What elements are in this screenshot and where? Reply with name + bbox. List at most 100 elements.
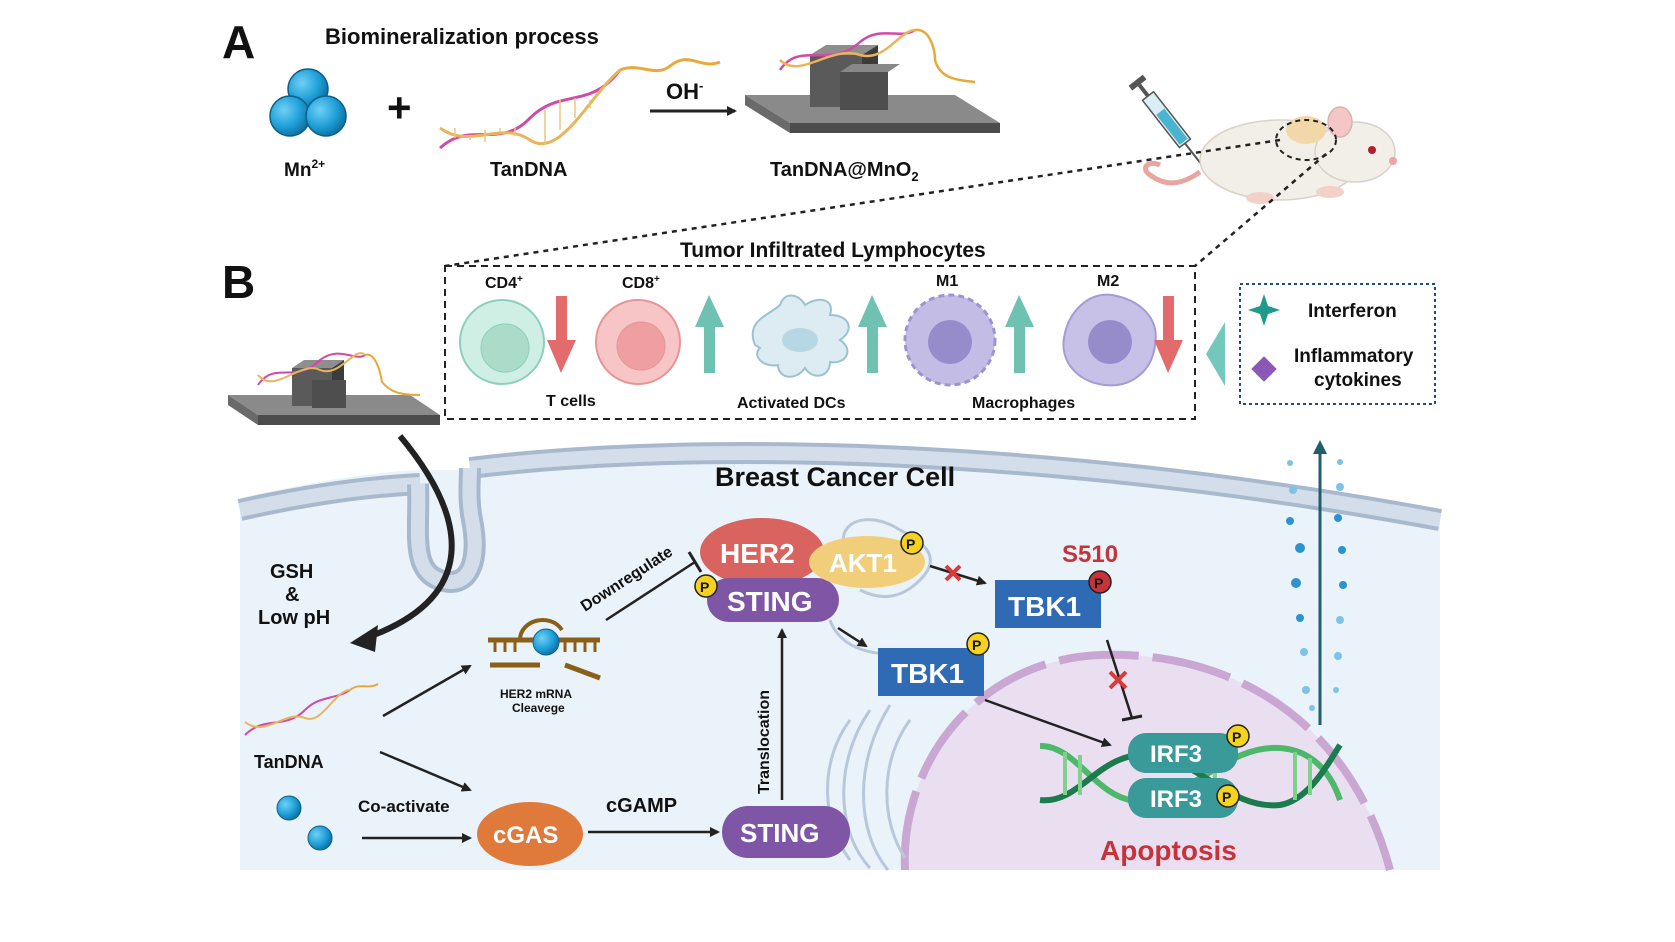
sting-bottom-label: STING — [740, 818, 819, 848]
phospho-irf3-bottom-text: P — [1222, 789, 1231, 805]
blocked-arrow-to-tbk1 — [929, 564, 987, 586]
phospho-irf3-bottom-icon: P — [1216, 784, 1240, 808]
mn-ions-cell-icon — [276, 795, 333, 851]
m1-macrophage-icon — [903, 293, 997, 387]
cd8-up-arrow-icon — [695, 295, 724, 373]
cd8-nucleus — [616, 321, 666, 371]
cgas-node — [477, 802, 583, 866]
tumor-highlight-circle — [1275, 119, 1337, 161]
phospho-tbk1-mid-text: P — [972, 637, 981, 653]
sting-complex-label: STING — [727, 586, 813, 617]
m2-label: M2 — [1097, 273, 1119, 290]
phospho-tbk1-top-text: P — [1094, 575, 1103, 591]
her2-node — [700, 518, 824, 586]
arrow-tandna-to-cgas — [379, 750, 472, 792]
interferon-star-icon — [1248, 294, 1280, 326]
arrow-tandna-to-mrna — [382, 664, 472, 718]
m1-label: M1 — [936, 273, 958, 290]
irf3-top-label: IRF3 — [1150, 741, 1202, 768]
phospho-akt1-text: P — [906, 536, 915, 552]
cgamp-label: cGAMP — [606, 795, 677, 817]
gsh-amp-label: & — [285, 584, 299, 606]
zoom-line-left — [444, 138, 1281, 268]
oh-label: OH- — [666, 78, 703, 104]
zoom-line-right — [1194, 153, 1327, 267]
coactivate-label: Co-activate — [358, 797, 450, 816]
akt1-node — [809, 536, 925, 588]
akt1-label: AKT1 — [829, 548, 897, 578]
m1-up-arrow-icon — [1005, 295, 1034, 373]
phospho-irf3-top-icon: P — [1226, 724, 1250, 748]
tandna-mno2-label: TanDNA@MnO2 — [770, 159, 919, 184]
cd4-down-arrow-icon — [547, 296, 576, 373]
plus-sign: + — [387, 84, 412, 131]
downregulate-inhibit-line — [605, 560, 696, 622]
block-cross-icon-2 — [1108, 670, 1128, 690]
secretion-droplets-icon — [1286, 459, 1347, 711]
tbk1-mid-node — [878, 648, 984, 696]
phospho-sting-text: P — [700, 579, 709, 595]
syringe-icon — [1128, 74, 1206, 170]
translocation-label: Translocation — [756, 690, 773, 794]
tandna-label-a: TanDNA — [490, 159, 567, 181]
tandna-cell-icon — [244, 683, 379, 736]
tandna-mno2-platform-b-icon — [228, 352, 440, 425]
tandna-mno2-platform-icon — [745, 28, 1000, 133]
m2-macrophage-icon — [1062, 293, 1157, 387]
irf3-bottom-node — [1128, 778, 1238, 818]
apoptosis-label: Apoptosis — [1100, 835, 1237, 866]
irf3-top-node — [1128, 733, 1238, 773]
tandna-cell-label: TanDNA — [254, 752, 324, 772]
tbk1-mid-label: TBK1 — [891, 658, 964, 689]
her2-cleavage-label: Cleavege — [512, 701, 565, 715]
til-title: Tumor Infiltrated Lymphocytes — [680, 239, 986, 262]
sting-complex-node — [707, 578, 839, 622]
sting-bottom-node — [722, 806, 850, 858]
phospho-sting-icon: P — [694, 574, 718, 598]
mn-ions-icon — [269, 68, 347, 137]
cell-title: Breast Cancer Cell — [715, 462, 955, 492]
internalization-arrow — [359, 434, 455, 643]
panel-b-letter: B — [222, 256, 255, 308]
til-box — [444, 265, 1196, 420]
m2-down-arrow-icon — [1154, 296, 1183, 373]
activated-dc-icon — [751, 294, 850, 378]
legend-box — [1239, 283, 1436, 405]
phospho-irf3-top-text: P — [1232, 729, 1241, 745]
internalization-arrowhead — [350, 625, 378, 652]
panel-a-letter: A — [222, 16, 255, 68]
dc-up-arrow-icon — [858, 295, 887, 373]
cd4-label: CD4+ — [485, 274, 523, 292]
phospho-akt1-icon: P — [900, 531, 924, 555]
phospho-tbk1-mid-icon: P — [966, 632, 990, 656]
inhibit-tbk1-irf3-bar — [1121, 714, 1143, 722]
arrow-tbk1-to-irf3 — [984, 698, 1112, 747]
activated-dcs-label: Activated DCs — [737, 395, 846, 412]
s510-label: S510 — [1062, 541, 1118, 568]
legend-inflammatory-line2: cytokines — [1314, 370, 1402, 391]
block-cross-icon-1 — [944, 564, 962, 582]
mouse-icon — [1143, 106, 1397, 204]
phospho-tbk1-top-icon: P — [1088, 570, 1112, 594]
panel-a-title: Biomineralization process — [325, 24, 599, 49]
cd4-nucleus — [480, 323, 530, 373]
t-cells-label: T cells — [546, 393, 596, 410]
her2-mrna-label: HER2 mRNA — [500, 687, 572, 701]
mn-label: Mn2+ — [284, 157, 325, 181]
low-ph-label: Low pH — [258, 607, 330, 629]
tbk1-top-node — [995, 580, 1101, 628]
cgas-label: cGAS — [493, 822, 558, 849]
tandna-helix-icon — [438, 58, 721, 150]
secretion-chevron-icon — [1206, 322, 1225, 386]
downregulate-bar — [687, 551, 703, 573]
cd8-label: CD8+ — [622, 274, 660, 292]
cytokine-diamond-icon — [1251, 356, 1277, 382]
gsh-label: GSH — [270, 561, 313, 583]
her2-mrna-cleavage-icon — [488, 618, 601, 681]
legend-inflammatory-line1: Inflammatory — [1294, 346, 1414, 367]
arrow-sting-to-tbk1-mid — [837, 626, 868, 648]
irf3-bottom-label: IRF3 — [1150, 786, 1202, 813]
macrophages-label: Macrophages — [972, 395, 1075, 412]
legend-interferon: Interferon — [1308, 301, 1397, 322]
